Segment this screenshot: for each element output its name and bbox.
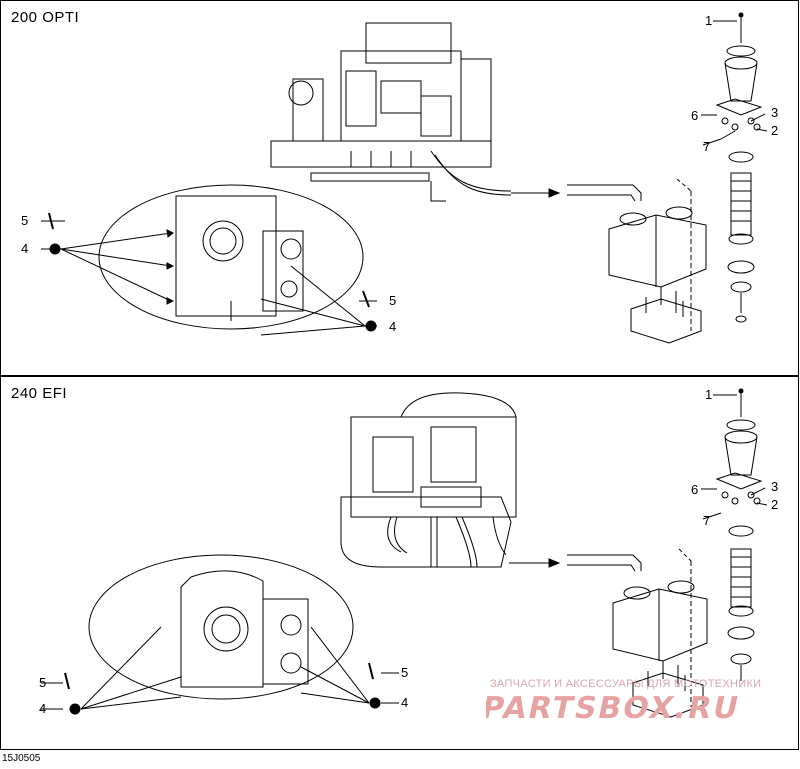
oil-tank <box>612 548 708 707</box>
callout-3: 3 <box>771 479 779 494</box>
left-callout-leaders <box>41 212 175 305</box>
panel-title: 200 OPTI <box>11 9 80 26</box>
detail-oval <box>88 554 354 700</box>
callout-5-left: 5 <box>39 675 47 690</box>
panel-title: 240 EFI <box>11 385 68 402</box>
callout-4-left: 4 <box>21 241 29 256</box>
parts-callout-leaders <box>701 20 768 146</box>
drawing-code: 15J0505 <box>2 753 41 764</box>
oil-tank-diagram-240-efi <box>41 388 768 718</box>
callout-1: 1 <box>705 13 713 28</box>
callout-1: 1 <box>705 387 713 402</box>
engine-illustration <box>340 392 517 568</box>
filler-neck-assembly <box>715 388 763 681</box>
callout-2: 2 <box>771 497 779 512</box>
engine-illustration <box>270 22 512 202</box>
callout-4-right: 4 <box>401 695 409 710</box>
callout-2: 2 <box>771 123 779 138</box>
callout-5-right: 5 <box>401 665 409 680</box>
callout-3: 3 <box>771 105 779 120</box>
watermark-text: ЗАПЧАСТИ И АКСЕССУАРЫ ДЛЯ МОТОТЕХНИКИ <box>490 678 762 690</box>
svg-text:PARTSBOX.RU: PARTSBOX.RU <box>486 691 743 724</box>
callout-4-left: 4 <box>39 701 47 716</box>
right-callout-leaders <box>300 626 399 709</box>
left-callout-leaders <box>41 626 182 715</box>
panel-240-efi: 240 EFI <box>0 376 799 750</box>
hose-arrow <box>509 554 642 572</box>
tank-bracket <box>630 287 702 344</box>
filler-neck-assembly <box>715 12 763 323</box>
panel-200-opti: 200 OPTI <box>0 0 799 376</box>
callout-6: 6 <box>691 108 699 123</box>
callout-5-right: 5 <box>389 293 397 308</box>
hose-arrow <box>511 184 642 202</box>
tank-bracket <box>632 661 704 718</box>
detail-oval <box>98 184 364 330</box>
callout-4-right: 4 <box>389 319 397 334</box>
right-callout-leaders <box>260 265 377 336</box>
watermark-logo: PARTSBOX.RU <box>486 691 743 724</box>
callout-6: 6 <box>691 482 699 497</box>
callout-5-left: 5 <box>21 213 29 228</box>
callout-7: 7 <box>703 139 711 154</box>
oil-tank-diagram-200-opti <box>41 12 768 344</box>
callout-7: 7 <box>703 513 711 528</box>
parts-callout-leaders <box>701 394 768 520</box>
